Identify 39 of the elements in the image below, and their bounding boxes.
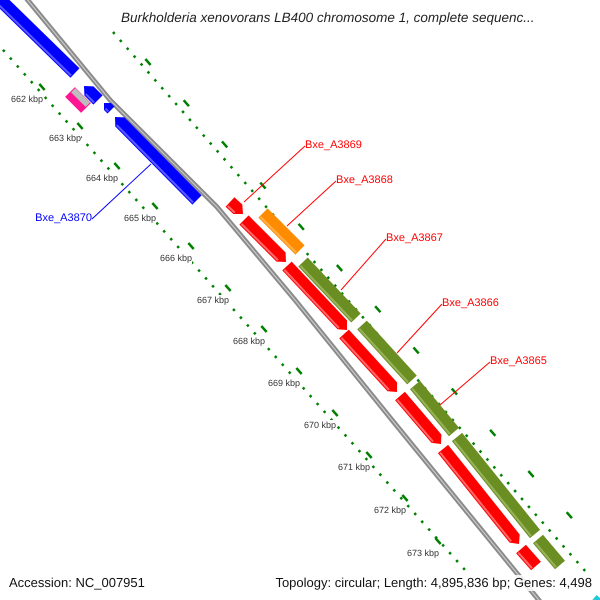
gene-bar [438,444,520,544]
gene-bar [65,87,91,113]
gene-bar [0,0,80,78]
gene-bar [226,197,243,214]
gene-label: Bxe_A3870 [30,211,92,226]
accession-text: Accession: NC_007951 [9,575,145,591]
gene-bar [516,544,541,570]
gene-label: Bxe_A3866 [442,296,506,311]
leader-line [286,180,336,226]
position-label: 672 kbp [374,505,406,516]
gene-label: Bxe_A3869 [305,138,369,153]
position-label: 669 kbp [268,378,300,389]
position-label: 673 kbp [407,548,440,559]
position-label: 666 kbp [160,253,192,264]
gene-label: Bxe_A3868 [336,173,400,188]
leader-line [440,362,490,406]
position-label: 663 kbp [49,133,82,144]
leader-line [396,304,442,354]
gene-bar [239,215,286,262]
position-label: 668 kbp [233,336,266,347]
gene-bar [591,595,600,600]
gene-label: Bxe_A3865 [490,354,554,369]
leader-line [92,164,152,220]
leader-line [244,146,306,202]
gene-bar [339,330,398,392]
gene-label: Bxe_A3867 [386,231,450,246]
leader-line [340,238,386,290]
position-label: 664 kbp [86,173,118,184]
genome-summary-text: Topology: circular; Length: 4,895,836 bp; Genes: 4,498 [275,575,592,591]
position-label: 671 kbp [338,462,370,473]
position-label: 662 kbp [11,94,44,105]
gene-bar [395,392,442,444]
position-label: 667 kbp [197,295,230,306]
position-label: 670 kbp [304,420,336,431]
gene-bar [84,86,103,105]
map-title: Burkholderia xenovorans LB400 chromosome 1, complete sequenc... [121,9,534,27]
gene-bar [282,262,347,330]
position-label: 665 kbp [124,213,156,224]
gene-bar [104,103,114,114]
